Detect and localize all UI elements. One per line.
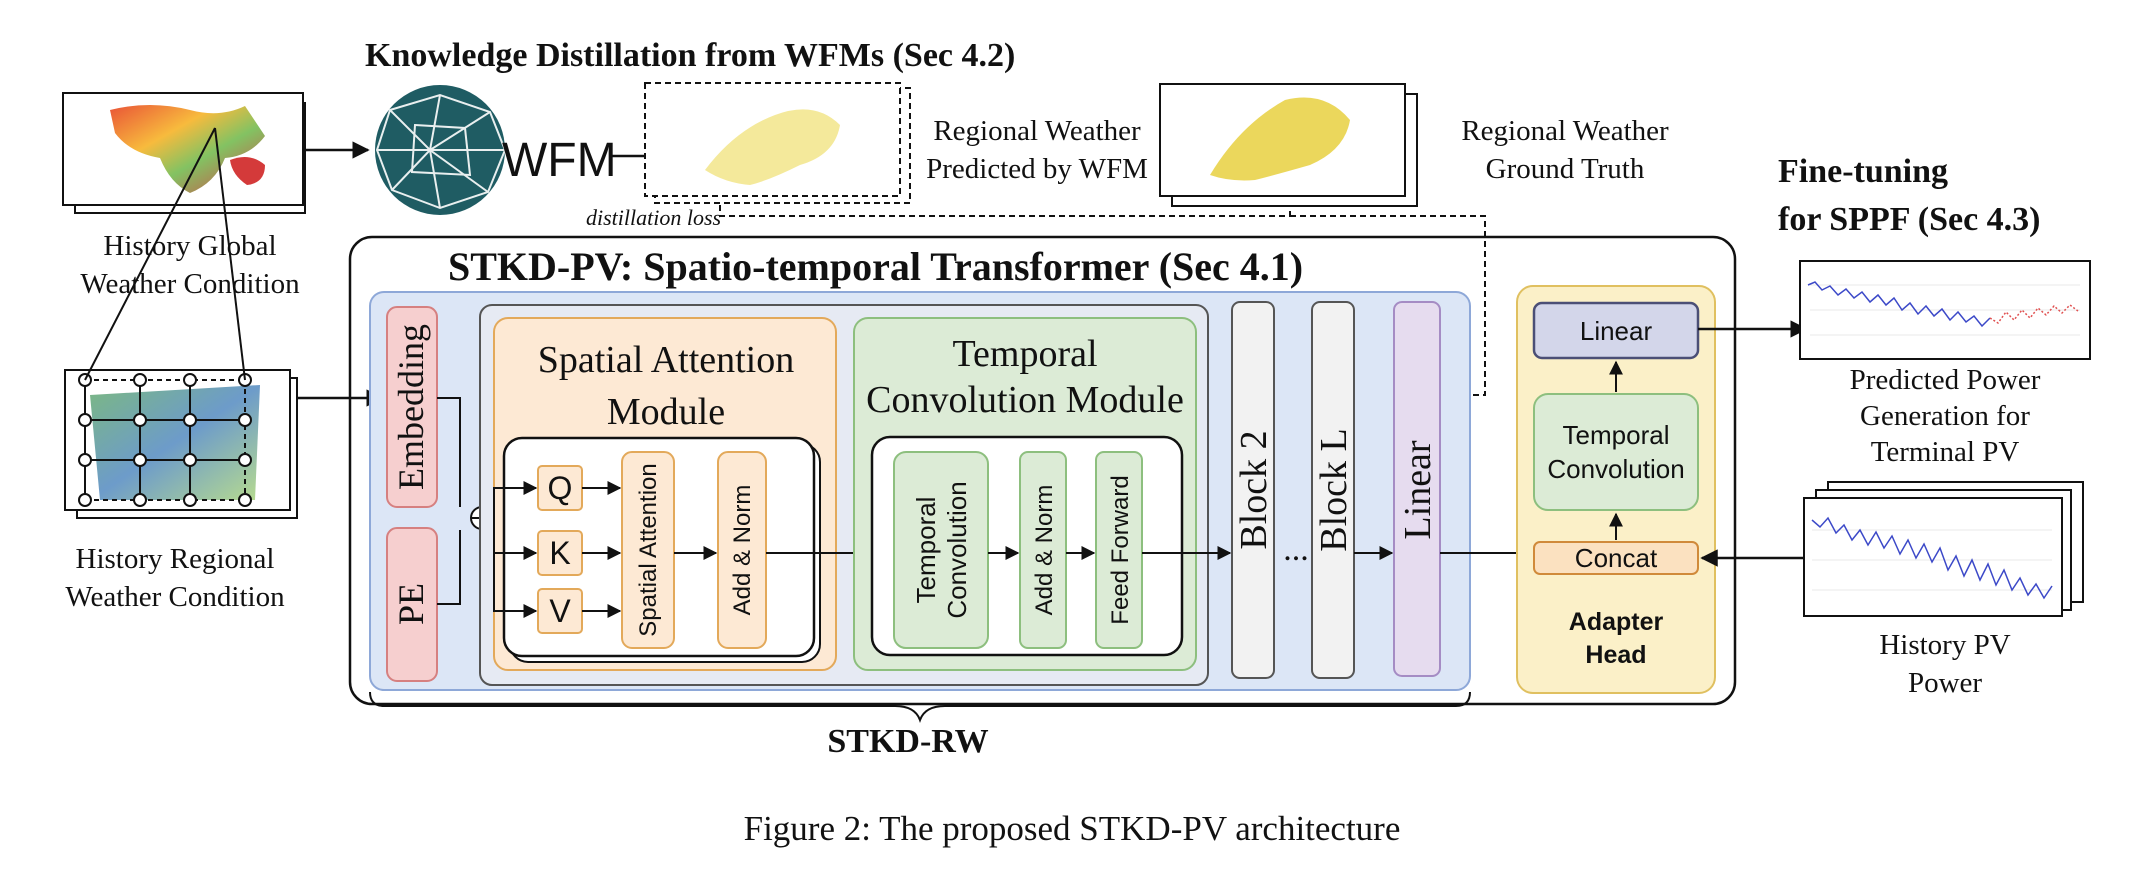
linear-main-block	[1393, 301, 1441, 677]
temporal-conv-label-1: Temporal	[911, 497, 941, 604]
temporal-conv-label-2: Convolution	[942, 481, 972, 618]
adapter-linear-label: Linear	[1580, 316, 1653, 346]
v-label: V	[549, 593, 571, 629]
history-pv-label-2: Power	[1908, 667, 1982, 699]
fine-tuning-title-2: for SPPF (Sec 4.3)	[1778, 201, 2041, 238]
predicted-power-label-1: Predicted Power	[1850, 364, 2041, 396]
predicted-regional-map	[644, 82, 911, 204]
temporal-module-title-1: Temporal	[952, 333, 1097, 375]
feed-forward-label: Feed Forward	[1107, 475, 1134, 624]
spatial-attention-block	[621, 451, 675, 649]
add-norm-label-1: Add & Norm	[729, 485, 756, 616]
history-pv-plot-icon	[1803, 481, 2084, 617]
ground-truth-regional-map	[1159, 83, 1418, 207]
concat-label: Concat	[1575, 543, 1658, 573]
predicted-power-label-2: Generation for	[1860, 400, 2030, 432]
ground-truth-label-2: Ground Truth	[1486, 153, 1645, 185]
concat-block	[1533, 541, 1699, 575]
transformer-title: STKD-PV: Spatio-temporal Transformer (Se…	[448, 244, 1303, 289]
pe-label: PE	[391, 583, 431, 625]
transformer-frame	[348, 235, 1737, 706]
predicted-power-label-3: Terminal PV	[1871, 436, 2020, 468]
adapter-head-label-2: Head	[1585, 641, 1646, 669]
predicted-power-plot-icon	[1799, 260, 2091, 360]
adapter-temporal-conv-label-2: Convolution	[1547, 454, 1684, 484]
add-norm-block-2	[1019, 451, 1067, 649]
linear-main-label: Linear	[1397, 440, 1439, 540]
history-global-label-1: History Global	[103, 230, 276, 262]
fine-tuning-title-1: Fine-tuning	[1778, 153, 1948, 190]
block-l	[1311, 301, 1355, 679]
history-regional-label-1: History Regional	[76, 543, 275, 575]
global-weather-map-icon	[62, 92, 306, 214]
distillation-loss-label: distillation loss	[586, 205, 721, 230]
globe-icon	[375, 85, 507, 215]
adapter-temporal-conv-label-1: Temporal	[1563, 420, 1670, 450]
embedding-block	[386, 306, 438, 508]
history-global-label-2: Weather Condition	[80, 268, 300, 300]
zoom-line-left	[84, 127, 216, 381]
block-2	[1231, 301, 1275, 679]
stkd-rw-label: STKD-RW	[827, 723, 988, 760]
temporal-module-title-2: Convolution Module	[866, 379, 1184, 421]
feed-forward-block	[1095, 451, 1143, 649]
temporal-conv-block	[893, 451, 989, 649]
block-l-label: Block L	[1313, 428, 1355, 551]
adapter-linear-block	[1532, 301, 1700, 360]
regional-weather-grid-icon	[64, 369, 298, 519]
wfm-label: WFM	[502, 134, 617, 187]
spatial-attention-label: Spatial Attention	[635, 463, 662, 636]
adapter-temporal-conv-block	[1533, 393, 1699, 511]
zoom-line-right	[214, 127, 246, 381]
add-norm-label-2: Add & Norm	[1031, 485, 1058, 616]
history-pv-label-1: History PV	[1879, 629, 2010, 661]
ground-truth-label-1: Regional Weather	[1461, 115, 1669, 147]
block-ellipsis: ...	[1283, 531, 1309, 568]
history-regional-label-2: Weather Condition	[65, 581, 285, 613]
predicted-by-wfm-label-2: Predicted by WFM	[926, 153, 1148, 185]
stkd-rw-brace	[369, 691, 1471, 723]
embedding-label: Embedding	[391, 324, 431, 490]
q-label: Q	[548, 470, 573, 506]
figure-caption: Figure 2: The proposed STKD-PV architect…	[744, 809, 1401, 848]
block-2-label: Block 2	[1233, 430, 1275, 549]
adapter-head-label-1: Adapter	[1569, 608, 1664, 636]
add-norm-block-1	[717, 451, 767, 649]
spatial-module-title-2: Module	[607, 391, 725, 433]
predicted-by-wfm-label-1: Regional Weather	[933, 115, 1141, 147]
spatial-module-title-1: Spatial Attention	[538, 339, 794, 381]
k-label: K	[549, 535, 570, 571]
knowledge-distillation-title: Knowledge Distillation from WFMs (Sec 4.…	[365, 37, 1015, 74]
